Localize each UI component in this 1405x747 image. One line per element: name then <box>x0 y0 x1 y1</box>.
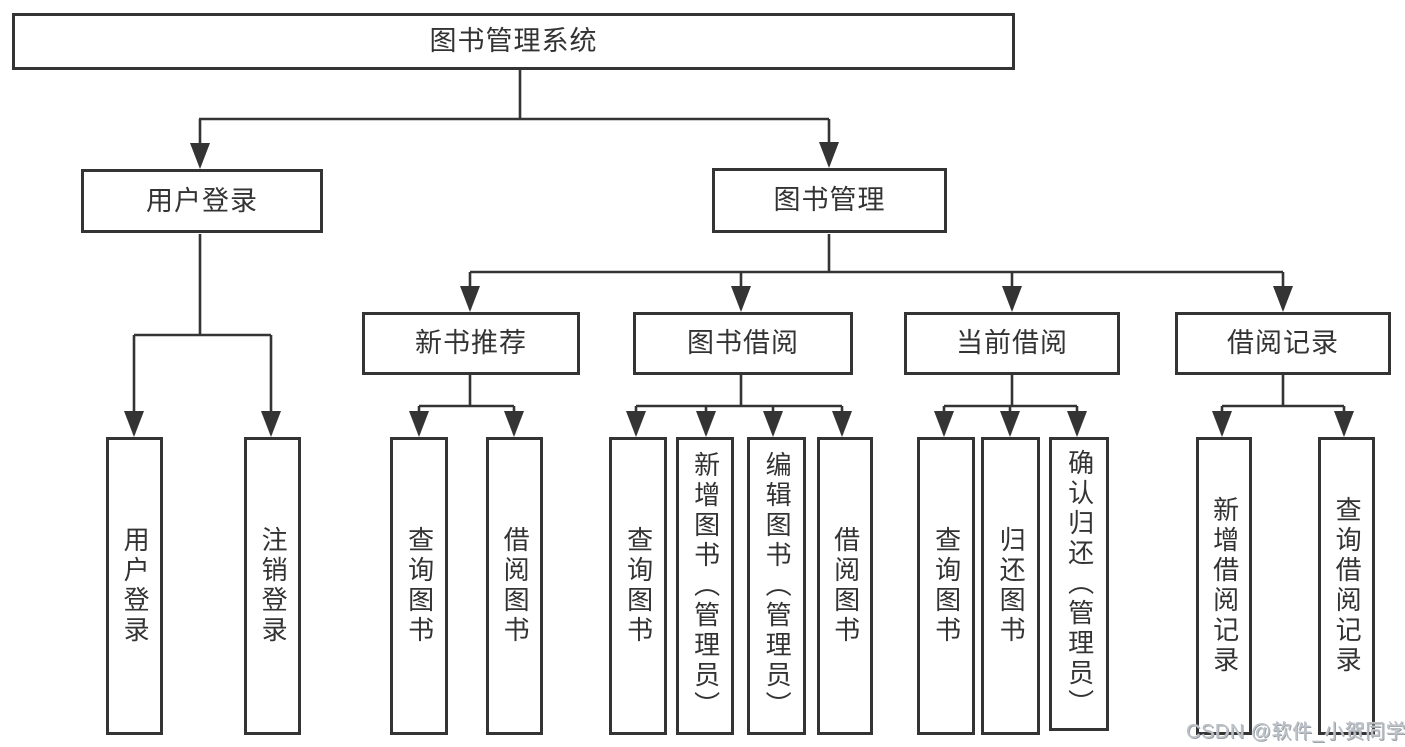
node-user-login: 用户登录 <box>81 169 323 233</box>
leaf-borrow-books-recommend: 借阅图书 <box>486 437 543 735</box>
leaf-confirm-return-admin: 确认归还（管理员） <box>1049 437 1109 731</box>
leaf-logout: 注销登录 <box>244 437 301 735</box>
arrowheads <box>124 142 1354 437</box>
arrow-icon <box>626 411 646 437</box>
arrow-icon <box>731 286 751 312</box>
leaf-query-books-recommend: 查询图书 <box>390 437 448 735</box>
node-book-borrowing: 图书借阅 <box>633 312 853 375</box>
watermark: CSDN @软件_小贺同学 <box>1186 721 1405 743</box>
leaf-query-borrow-record: 查询借阅记录 <box>1318 437 1375 735</box>
arrow-icon <box>832 411 852 437</box>
node-borrowing-records: 借阅记录 <box>1175 312 1391 375</box>
arrow-icon <box>261 411 281 437</box>
arrow-icon <box>763 411 783 437</box>
arrow-icon <box>460 286 480 312</box>
leaf-query-books-borrowing: 查询图书 <box>609 437 667 735</box>
leaf-borrow-books-borrowing: 借阅图书 <box>817 437 873 735</box>
arrow-icon <box>1334 411 1354 437</box>
arrow-icon <box>409 411 429 437</box>
arrow-icon <box>1273 286 1293 312</box>
arrow-icon <box>1067 411 1087 437</box>
arrow-icon <box>190 143 210 169</box>
arrow-icon <box>504 411 524 437</box>
leaf-query-books-current: 查询图书 <box>917 437 975 735</box>
arrow-icon <box>934 411 954 437</box>
node-root: 图书管理系统 <box>12 13 1015 70</box>
arrow-icon <box>1000 411 1020 437</box>
leaf-add-borrow-record: 新增借阅记录 <box>1196 437 1252 735</box>
leaf-return-books: 归还图书 <box>981 437 1040 735</box>
leaf-user-login: 用户登录 <box>106 437 163 735</box>
leaf-edit-book-admin: 编辑图书（管理员） <box>747 437 806 735</box>
arrow-icon <box>1002 286 1022 312</box>
node-current-borrowing: 当前借阅 <box>904 312 1120 375</box>
node-new-book-recommend: 新书推荐 <box>362 312 580 375</box>
arrow-icon <box>1212 411 1232 437</box>
connector-path <box>132 68 1346 434</box>
arrow-icon <box>696 411 716 437</box>
arrow-icon <box>124 411 144 437</box>
arrow-icon <box>819 142 839 168</box>
leaf-add-book-admin: 新增图书（管理员） <box>676 437 734 735</box>
node-book-management: 图书管理 <box>712 168 947 233</box>
